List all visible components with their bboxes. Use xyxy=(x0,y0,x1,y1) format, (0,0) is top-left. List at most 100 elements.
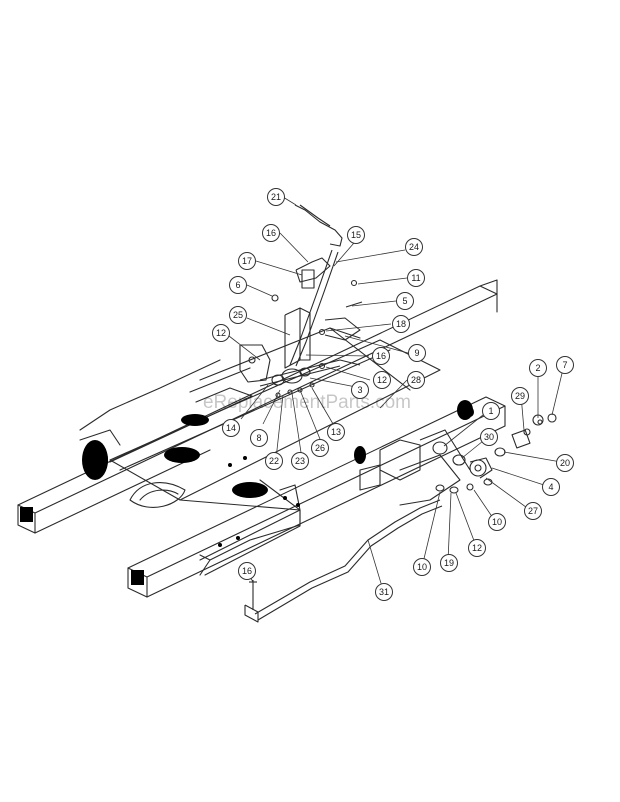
floor-plate xyxy=(109,339,441,501)
leader-lines xyxy=(228,196,565,591)
callout-number: 8 xyxy=(256,433,261,443)
callout-circle xyxy=(468,539,486,557)
callout-circle xyxy=(392,315,410,333)
callout-circle xyxy=(407,269,425,287)
callout-number: 22 xyxy=(269,456,279,466)
right-rail-end xyxy=(131,570,144,585)
callout-18: 18 xyxy=(392,315,410,333)
left-rail-end xyxy=(20,507,33,522)
callout-10: 10 xyxy=(413,558,431,576)
callout-circle xyxy=(372,347,390,365)
callout-number: 1 xyxy=(488,406,493,416)
callout-16: 16 xyxy=(262,224,280,242)
callout-6: 6 xyxy=(229,276,247,294)
callout-circle xyxy=(291,452,309,470)
callout-16: 16 xyxy=(238,562,256,580)
callout-31: 31 xyxy=(375,583,393,601)
callout-number: 27 xyxy=(528,506,538,516)
callout-number: 17 xyxy=(242,256,252,266)
callout-12: 12 xyxy=(373,371,391,389)
callout-number: 10 xyxy=(417,562,427,572)
callout-30: 30 xyxy=(480,428,498,446)
callout-8: 8 xyxy=(250,429,268,447)
callout-circle xyxy=(413,558,431,576)
callout-circle xyxy=(327,423,345,441)
callout-1: 1 xyxy=(482,402,500,420)
callout-13: 13 xyxy=(327,423,345,441)
callout-number: 29 xyxy=(515,391,525,401)
callout-number: 25 xyxy=(233,310,243,320)
callout-27: 27 xyxy=(524,502,542,520)
callout-22: 22 xyxy=(265,452,283,470)
callout-28: 28 xyxy=(407,371,425,389)
callout-number: 7 xyxy=(562,360,567,370)
callout-circle xyxy=(311,439,329,457)
callout-circle xyxy=(265,452,283,470)
callout-12: 12 xyxy=(212,324,230,342)
callout-number: 13 xyxy=(331,427,341,437)
callout-number: 3 xyxy=(357,385,362,395)
link-rod-assembly xyxy=(244,499,443,623)
pedal-assembly xyxy=(239,204,363,398)
callout-circle xyxy=(440,554,458,572)
callout-25: 25 xyxy=(229,306,247,324)
clevis xyxy=(244,604,259,623)
callout-23: 23 xyxy=(291,452,309,470)
callout-circle xyxy=(222,419,240,437)
callout-circle xyxy=(488,513,506,531)
callout-number: 18 xyxy=(396,319,406,329)
callout-circle xyxy=(529,359,547,377)
callout-4: 4 xyxy=(542,478,560,496)
callout-circle xyxy=(229,276,247,294)
turnbuckle-rod xyxy=(294,204,343,247)
callout-circle xyxy=(396,292,414,310)
callout-16: 16 xyxy=(372,347,390,365)
callout-number: 4 xyxy=(548,482,553,492)
callout-3: 3 xyxy=(351,381,369,399)
callout-7: 7 xyxy=(556,356,574,374)
callout-number: 12 xyxy=(377,375,387,385)
callout-number: 12 xyxy=(472,543,482,553)
callout-number: 11 xyxy=(411,273,420,283)
callout-24: 24 xyxy=(405,238,423,256)
rear-bracket xyxy=(379,439,421,481)
shaft xyxy=(419,429,471,471)
callout-number: 26 xyxy=(315,443,325,453)
callout-number: 24 xyxy=(409,242,419,252)
nut xyxy=(271,294,279,302)
callout-number: 16 xyxy=(242,566,252,576)
callout-12: 12 xyxy=(468,539,486,557)
callout-11: 11 xyxy=(407,269,425,287)
callout-5: 5 xyxy=(396,292,414,310)
callout-number: 21 xyxy=(271,192,281,202)
callout-circle xyxy=(524,502,542,520)
callout-circle xyxy=(407,371,425,389)
callout-14: 14 xyxy=(222,419,240,437)
callout-circle xyxy=(373,371,391,389)
callout-20: 20 xyxy=(556,454,574,472)
axle-hardware xyxy=(419,413,557,494)
callout-circle xyxy=(347,226,365,244)
callout-circle xyxy=(351,381,369,399)
callout-21: 21 xyxy=(267,188,285,206)
watermark: eReplacementParts.com xyxy=(203,392,411,413)
callout-number: 23 xyxy=(295,456,305,466)
callout-9: 9 xyxy=(408,344,426,362)
link-rod xyxy=(254,499,441,615)
callout-26: 26 xyxy=(311,439,329,457)
callout-number: 16 xyxy=(266,228,276,238)
callout-circle xyxy=(267,188,285,206)
callout-2: 2 xyxy=(529,359,547,377)
callout-number: 5 xyxy=(402,296,407,306)
callout-circle xyxy=(480,428,498,446)
callout-circle xyxy=(238,562,256,580)
callout-10: 10 xyxy=(488,513,506,531)
callout-circle xyxy=(250,429,268,447)
callout-number: 15 xyxy=(351,230,361,240)
callout-number: 12 xyxy=(216,328,226,338)
callout-29: 29 xyxy=(511,387,529,405)
callout-circle xyxy=(408,344,426,362)
callout-number: 9 xyxy=(414,348,419,358)
